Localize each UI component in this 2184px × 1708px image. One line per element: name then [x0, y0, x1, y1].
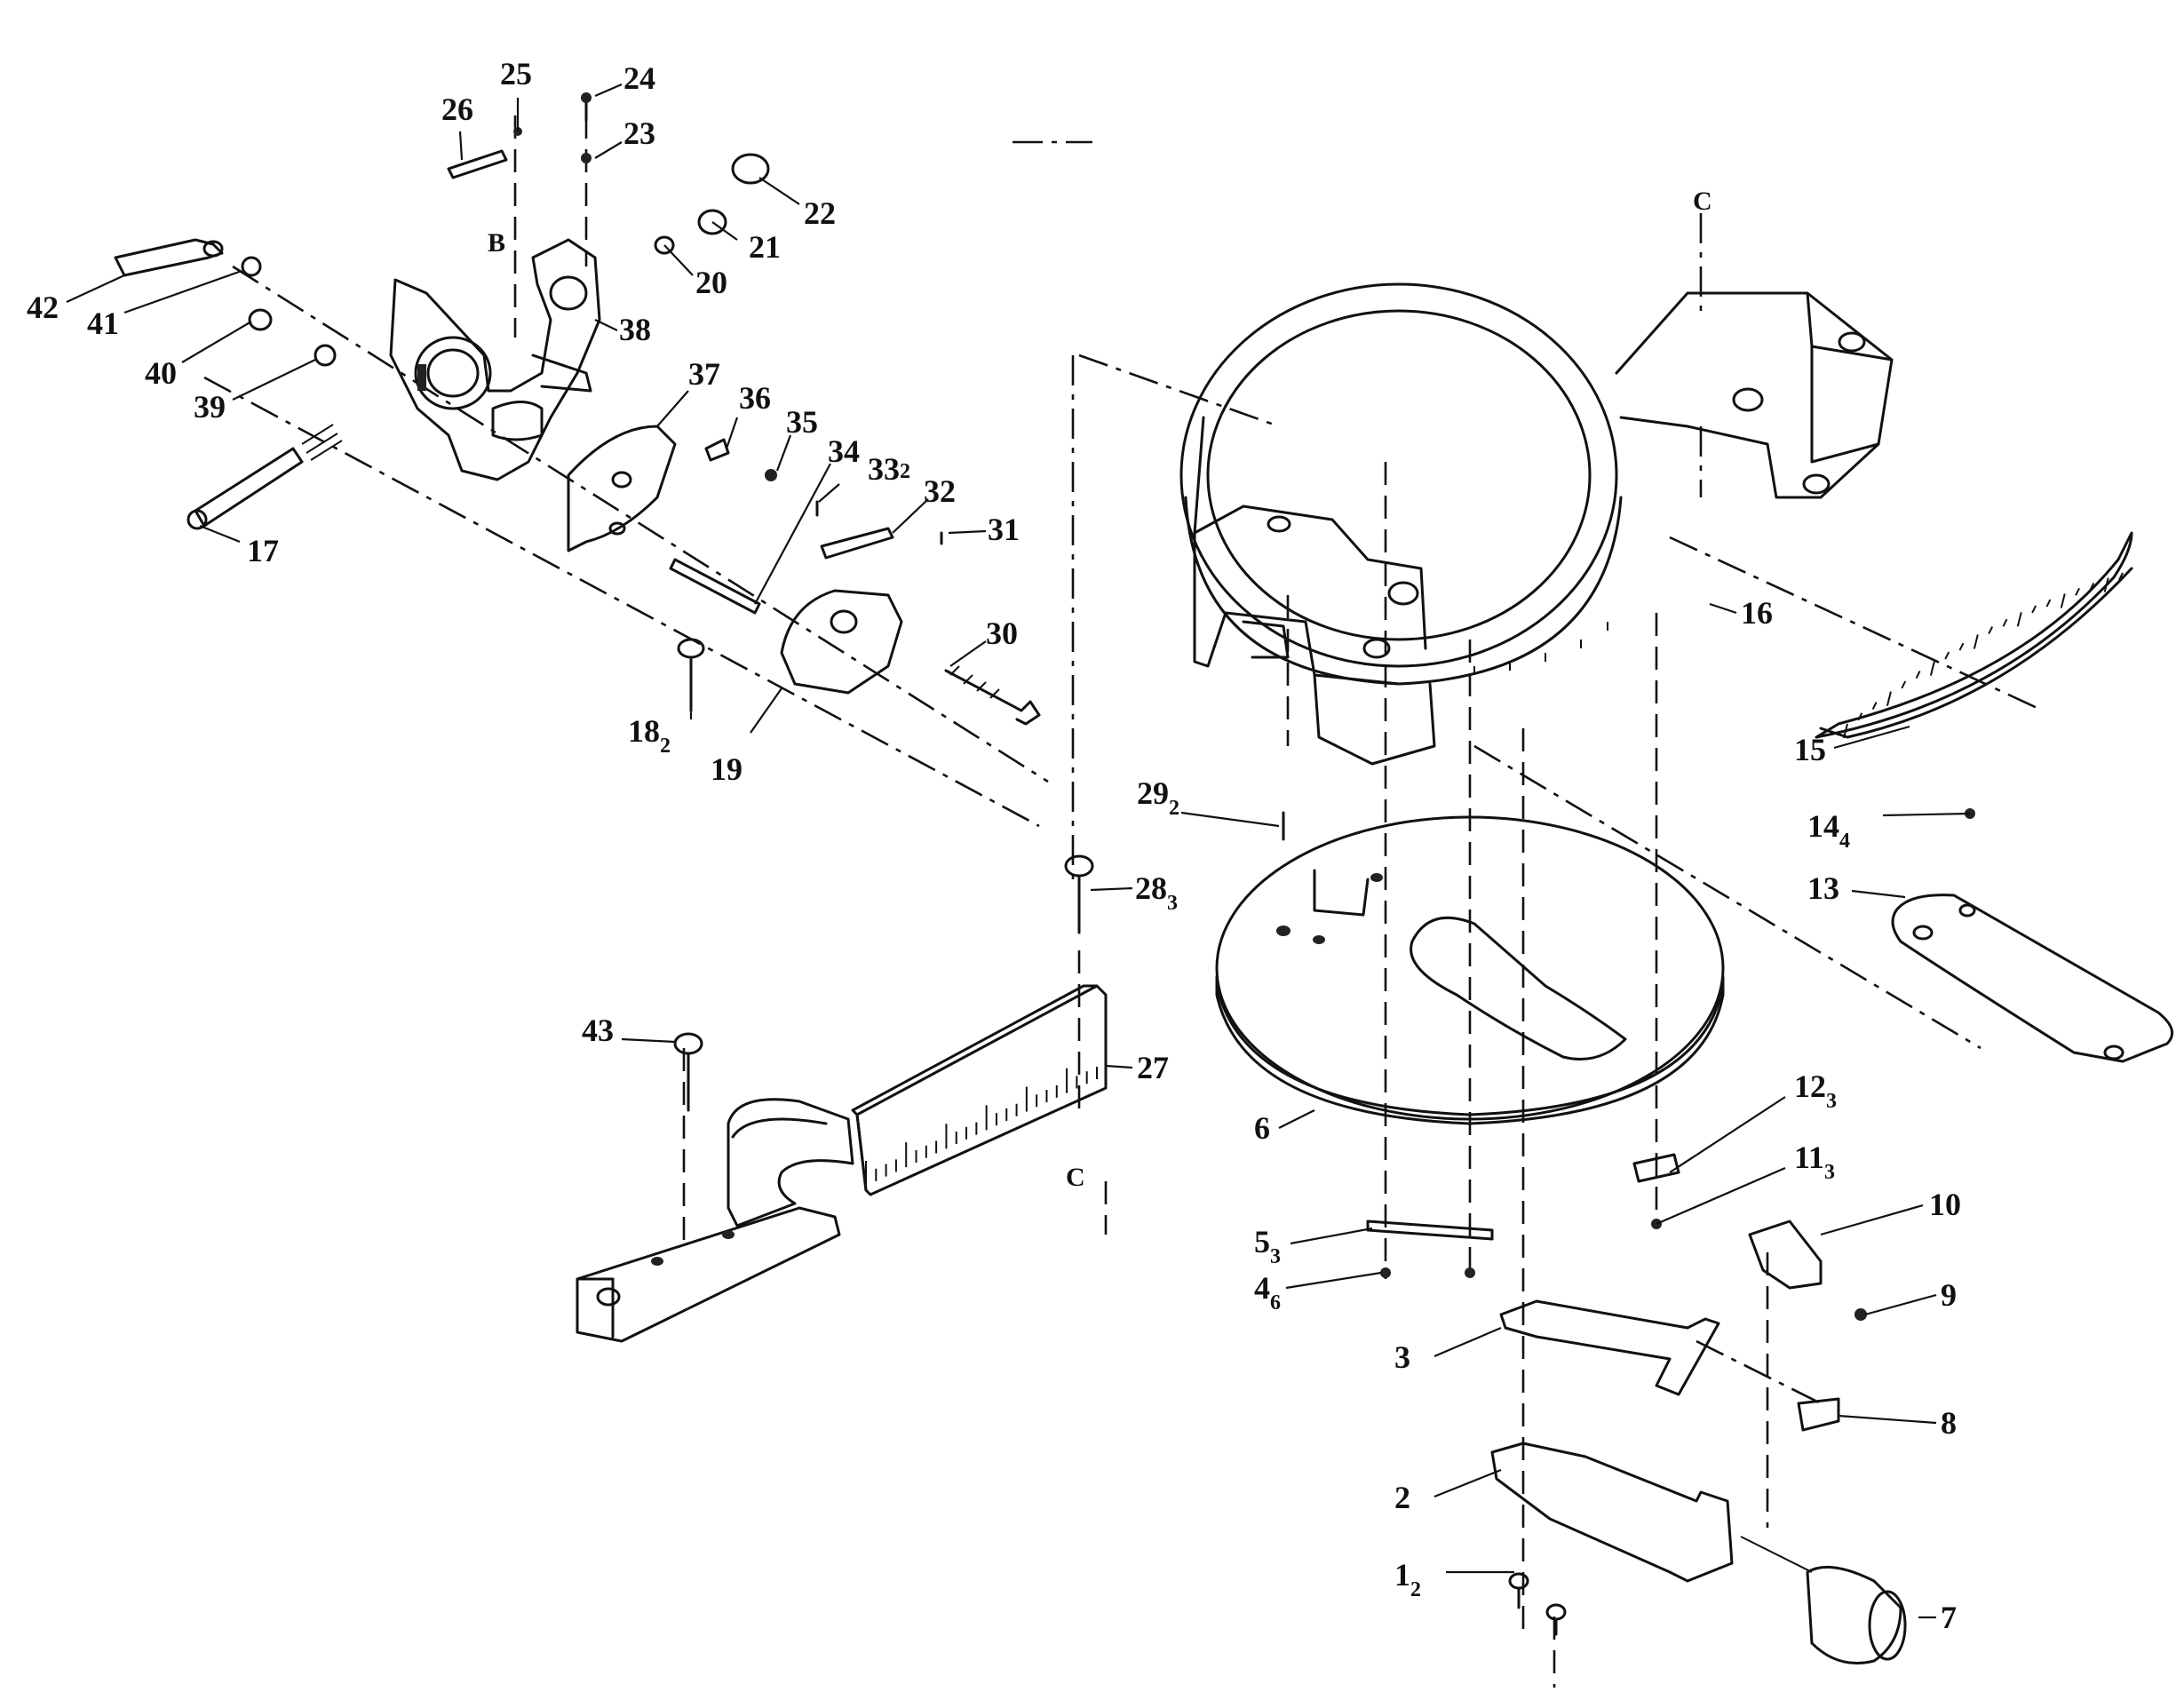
callout-31: 31	[988, 512, 1020, 547]
callout-30: 30	[986, 616, 1018, 651]
leader-lines	[66, 83, 1971, 1619]
center-lines	[203, 115, 2044, 1688]
callout-37: 37	[688, 356, 720, 392]
callout-20: 20	[695, 265, 727, 300]
callout-27: 27	[1137, 1050, 1169, 1085]
axis-label-c-top: C	[1693, 187, 1712, 216]
turntable-ring	[1179, 282, 1894, 766]
miter-scale-tick	[2118, 572, 2124, 581]
callout-42: 42	[27, 290, 59, 325]
turntable-disc	[1215, 815, 1725, 1125]
callout-26: 26	[441, 91, 473, 127]
callout-6: 6	[1254, 1110, 1270, 1146]
miter-scale-tick	[1958, 642, 1965, 651]
callout-5: 53	[1254, 1224, 1281, 1268]
miter-scale-tick	[1886, 691, 1892, 706]
callout-34: 34	[828, 433, 860, 469]
callout-22: 22	[804, 195, 836, 231]
callout-2: 2	[1394, 1480, 1410, 1515]
callout-19: 19	[711, 751, 743, 787]
callout-10: 10	[1929, 1187, 1961, 1222]
miter-scale-tick	[1973, 634, 1979, 649]
callouts: 12 2 3 46 53 6 7 8 9 10 113 123 13 144 1…	[27, 56, 1961, 1635]
callout-39: 39	[194, 389, 226, 425]
callout-9: 9	[1941, 1277, 1957, 1313]
callout-17: 17	[247, 533, 279, 568]
callout-13: 13	[1807, 870, 1839, 906]
callout-14: 144	[1807, 808, 1850, 853]
miter-scale-tick	[2103, 577, 2109, 592]
callout-12: 123	[1794, 1068, 1837, 1113]
miter-scale-tick	[2031, 605, 2037, 614]
miter-scale-tick	[1915, 671, 1921, 679]
miter-scale-tick	[2089, 582, 2095, 591]
callout-43: 43	[582, 1013, 614, 1048]
bevel-bracket	[389, 238, 601, 481]
miter-scale-tick	[1843, 723, 1848, 739]
pointer-plate	[1891, 894, 2174, 1063]
miter-scale-tick	[2075, 587, 2080, 596]
callout-4: 46	[1254, 1270, 1281, 1315]
callout-23: 23	[623, 115, 655, 151]
miter-scale	[1815, 531, 2133, 739]
callout-1: 12	[1394, 1557, 1421, 1601]
miter-scale-tick	[2045, 599, 2052, 608]
miter-scale-tick	[1988, 626, 1994, 635]
axis-label-b: B	[488, 228, 505, 258]
callout-11: 113	[1794, 1140, 1835, 1184]
callout-7: 7	[1941, 1600, 1957, 1635]
callout-40: 40	[145, 355, 177, 391]
miter-scale-tick	[2060, 593, 2066, 608]
miter-scale-tick	[1901, 680, 1907, 689]
callout-36: 36	[739, 380, 771, 416]
callout-25: 25	[500, 56, 532, 91]
miter-scale-tick	[1929, 661, 1935, 676]
callout-32: 32	[924, 473, 956, 509]
axis-label-c-bottom: C	[1066, 1163, 1085, 1192]
callout-38: 38	[619, 312, 651, 347]
miter-scale-tick	[2002, 618, 2008, 627]
callout-15: 15	[1794, 732, 1826, 767]
small-parts	[114, 92, 1975, 1664]
callout-29: 292	[1137, 775, 1179, 820]
callout-41: 41	[87, 306, 119, 341]
callout-24: 24	[623, 60, 655, 96]
callout-28: 283	[1135, 870, 1178, 915]
callout-8: 8	[1941, 1405, 1957, 1441]
miter-scale-tick	[1857, 712, 1863, 721]
miter-scale-tick	[2016, 612, 2022, 627]
callout-33: 332	[868, 451, 910, 487]
miter-scale-tick	[1871, 702, 1878, 711]
fence	[576, 984, 1108, 1343]
callout-21: 21	[749, 229, 781, 265]
miter-scale-tick	[1944, 651, 1950, 660]
callout-35: 35	[786, 404, 818, 440]
callout-16: 16	[1741, 595, 1773, 631]
callout-3: 3	[1394, 1339, 1410, 1375]
callout-18: 182	[628, 713, 671, 758]
